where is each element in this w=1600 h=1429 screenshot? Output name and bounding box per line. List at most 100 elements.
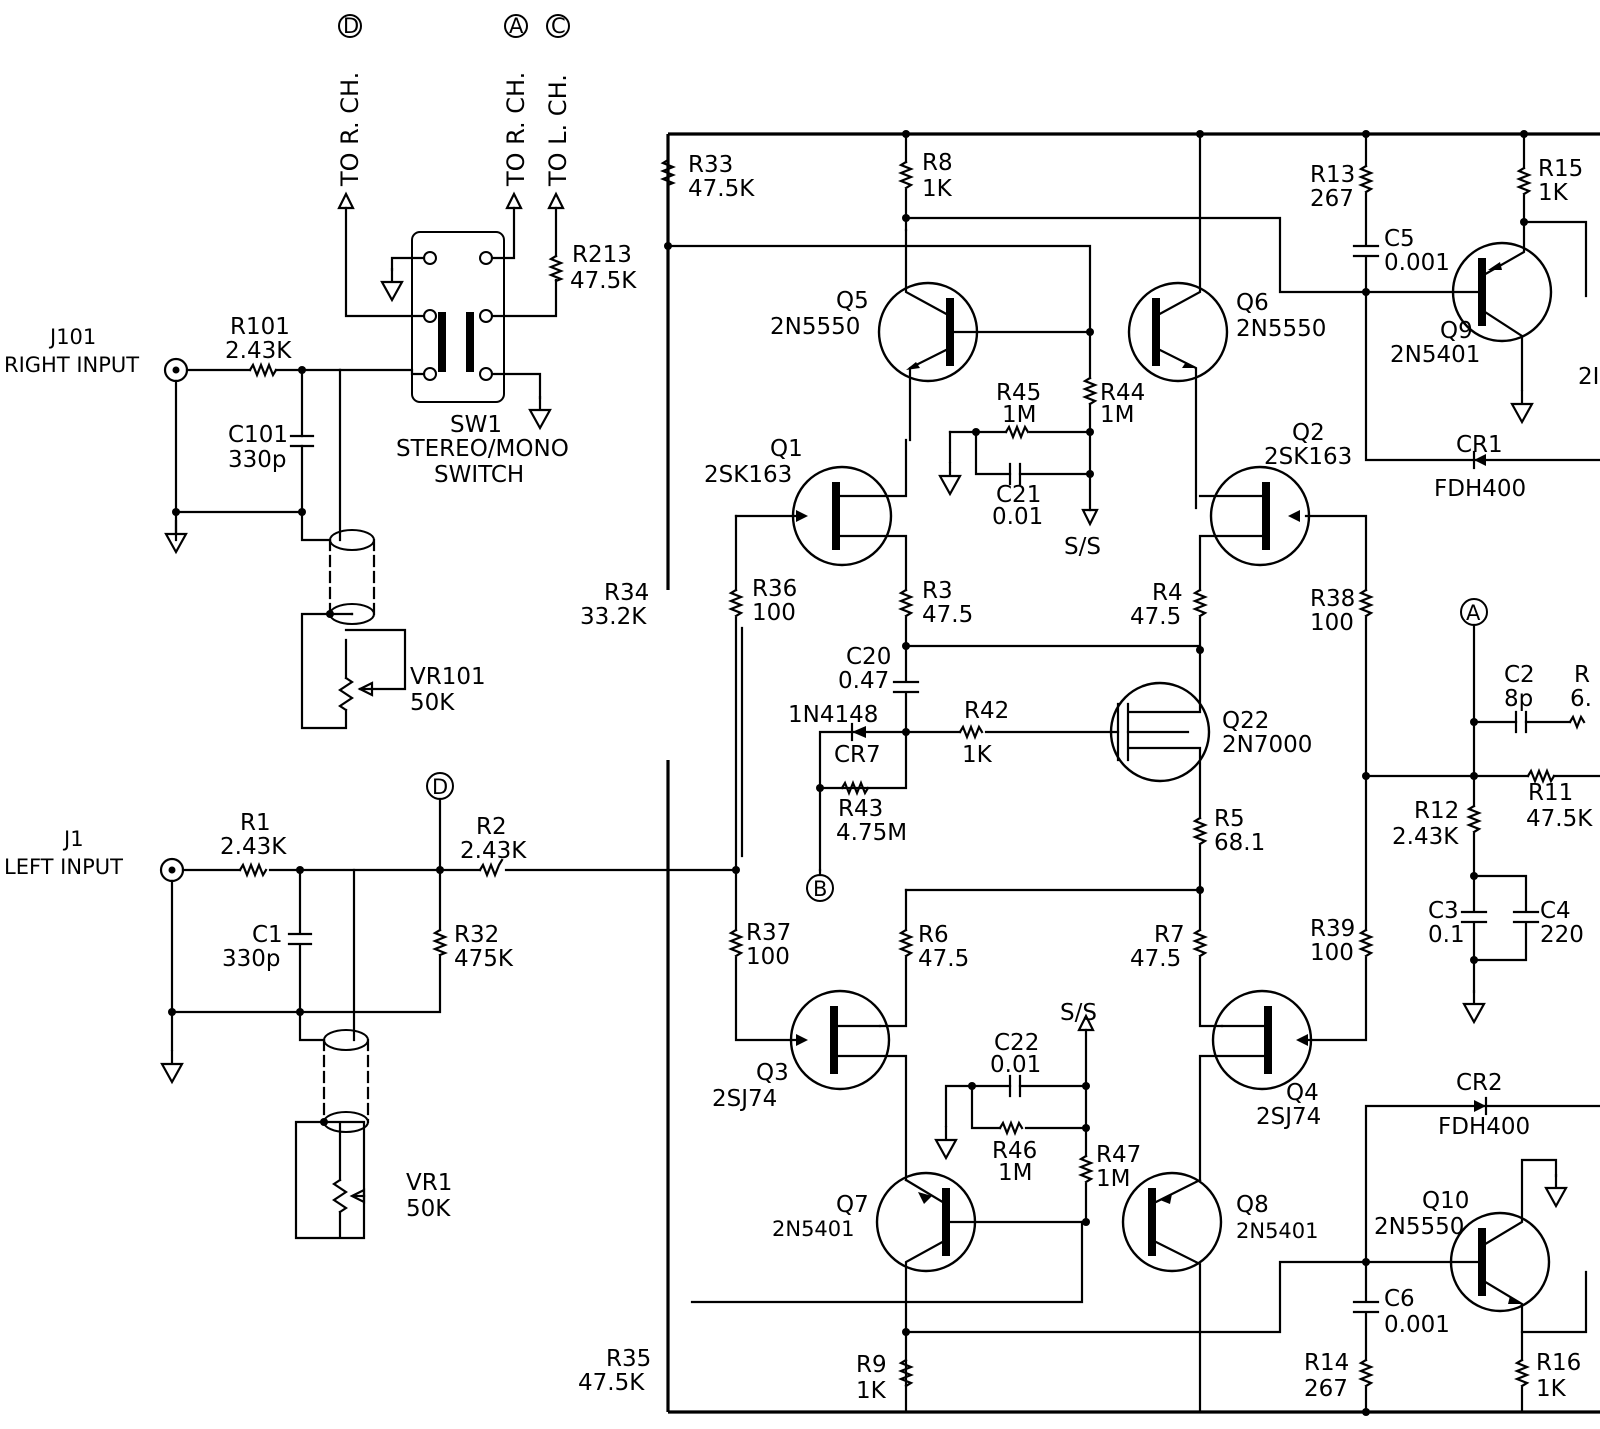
q22-part: 2N7000 — [1222, 732, 1312, 758]
q1-ref: Q1 — [770, 436, 803, 462]
r36-ref: R36 — [752, 576, 797, 602]
q10-ref: Q10 — [1422, 1188, 1469, 1214]
q3-part: 2SJ74 — [712, 1086, 777, 1112]
r35-ref: R35 — [606, 1346, 651, 1372]
sw1-ref: SW1 — [450, 412, 502, 438]
r47-value: 1M — [1096, 1166, 1130, 1192]
q8-ref: Q8 — [1236, 1192, 1269, 1218]
rcut-ref: R — [1574, 662, 1590, 688]
marker-a-right: A — [1466, 601, 1481, 625]
marker-a-top: A — [509, 14, 524, 38]
c5-value: 0.001 — [1384, 250, 1450, 276]
r33-value: 47.5K — [688, 176, 755, 202]
r35-value: 47.5K — [578, 1370, 645, 1396]
q2-ref: Q2 — [1292, 420, 1325, 446]
c22-value: 0.01 — [990, 1052, 1041, 1078]
r101-value: 2.43K — [225, 338, 292, 364]
r36-value: 100 — [752, 600, 796, 626]
r16-ref: R16 — [1536, 1350, 1581, 1376]
r45-value: 1M — [1002, 402, 1036, 428]
r2-value: 2.43K — [460, 838, 527, 864]
r4-value: 47.5 — [1130, 604, 1181, 630]
r9-value: 1K — [856, 1378, 887, 1404]
r3-value: 47.5 — [922, 602, 973, 628]
r43-ref: R43 — [838, 796, 883, 822]
j1-ref: J1 — [62, 827, 84, 851]
vr101-value: 50K — [410, 690, 455, 716]
cr7-ref: CR7 — [834, 742, 881, 768]
r12-ref: R12 — [1414, 798, 1459, 824]
vr101-ref: VR101 — [410, 664, 486, 690]
c3-ref: C3 — [1428, 898, 1459, 924]
marker-c-top: C — [551, 14, 566, 38]
r4-ref: R4 — [1152, 580, 1183, 606]
r11-ref: R11 — [1528, 780, 1573, 806]
j101-ref: J101 — [48, 325, 96, 349]
r5-value: 68.1 — [1214, 830, 1265, 856]
vr1-ref: VR1 — [406, 1170, 452, 1196]
right-input-jack — [163, 357, 189, 383]
marker-d-left: D — [432, 775, 448, 799]
q3-ref: Q3 — [756, 1060, 789, 1086]
r7-value: 47.5 — [1130, 946, 1181, 972]
r101-ref: R101 — [230, 314, 290, 340]
q6-part: 2N5550 — [1236, 316, 1326, 342]
cr1-ref: CR1 — [1456, 432, 1503, 458]
r7-ref: R7 — [1154, 922, 1185, 948]
r47-ref: R47 — [1096, 1142, 1141, 1168]
c20-ref: C20 — [846, 644, 891, 670]
q7-ref: Q7 — [836, 1192, 869, 1218]
r13-ref: R13 — [1310, 162, 1355, 188]
q2-part: 2SK163 — [1264, 444, 1352, 470]
c6-ref: C6 — [1384, 1286, 1415, 1312]
c22-ref: C22 — [994, 1030, 1039, 1056]
c1-ref: C1 — [252, 922, 283, 948]
r14-value: 267 — [1304, 1376, 1348, 1402]
q22-ref: Q22 — [1222, 708, 1269, 734]
c4-value: 220 — [1540, 922, 1584, 948]
to-l-ch-label-c: TO L. CH. — [544, 74, 572, 187]
ss-top: S/S — [1064, 534, 1101, 560]
cut-part: 2I — [1578, 364, 1599, 390]
c4-ref: C4 — [1540, 898, 1571, 924]
left-input-jack — [159, 857, 185, 883]
q10-part: 2N5550 — [1374, 1214, 1464, 1240]
left-input-label: LEFT INPUT — [4, 855, 123, 879]
r213-value: 47.5K — [570, 268, 637, 294]
r32-ref: R32 — [454, 922, 499, 948]
r3-ref: R3 — [922, 578, 953, 604]
ss-bottom: S/S — [1060, 1000, 1097, 1026]
q5-part: 2N5550 — [770, 314, 860, 340]
stereo-mono-switch — [411, 231, 505, 403]
r38-value: 100 — [1310, 610, 1354, 636]
input-section: VR101 50K J101 RIGHT INPUT R101 2.43K C1… — [4, 14, 737, 1240]
r39-ref: R39 — [1310, 916, 1355, 942]
sw1-label2: SWITCH — [434, 462, 524, 488]
c5-ref: C5 — [1384, 226, 1415, 252]
r45-ref: R45 — [996, 380, 1041, 406]
r12-value: 2.43K — [1392, 824, 1459, 850]
amplifier-core: Q5 2N5550 R8 1K Q6 2N5550 S/S R45 1M R44… — [704, 130, 1370, 1414]
r15-ref: R15 — [1538, 156, 1583, 182]
c2-ref: C2 — [1504, 662, 1535, 688]
c21-value: 0.01 — [992, 504, 1043, 530]
r37-value: 100 — [746, 944, 790, 970]
c2-value: 8p — [1504, 686, 1533, 712]
r8-ref: R8 — [922, 150, 953, 176]
r32-value: 475K — [454, 946, 514, 972]
c101-ref: C101 — [228, 422, 288, 448]
to-r-ch-label-d: TO R. CH. — [336, 72, 364, 187]
rcut-value: 6. — [1570, 686, 1592, 712]
q6-ref: Q6 — [1236, 290, 1269, 316]
c101-value: 330p — [228, 447, 287, 473]
r14-ref: R14 — [1304, 1350, 1349, 1376]
r34-ref: R34 — [604, 580, 649, 606]
marker-b: B — [813, 877, 827, 901]
r1-ref: R1 — [240, 810, 271, 836]
marker-d-top: D — [343, 14, 359, 38]
right-input-label: RIGHT INPUT — [4, 353, 139, 377]
q8-part: 2N5401 — [1236, 1219, 1319, 1243]
sw1-label1: STEREO/MONO — [396, 436, 569, 462]
r33-ref: R33 — [688, 152, 733, 178]
c20-value: 0.47 — [838, 668, 889, 694]
